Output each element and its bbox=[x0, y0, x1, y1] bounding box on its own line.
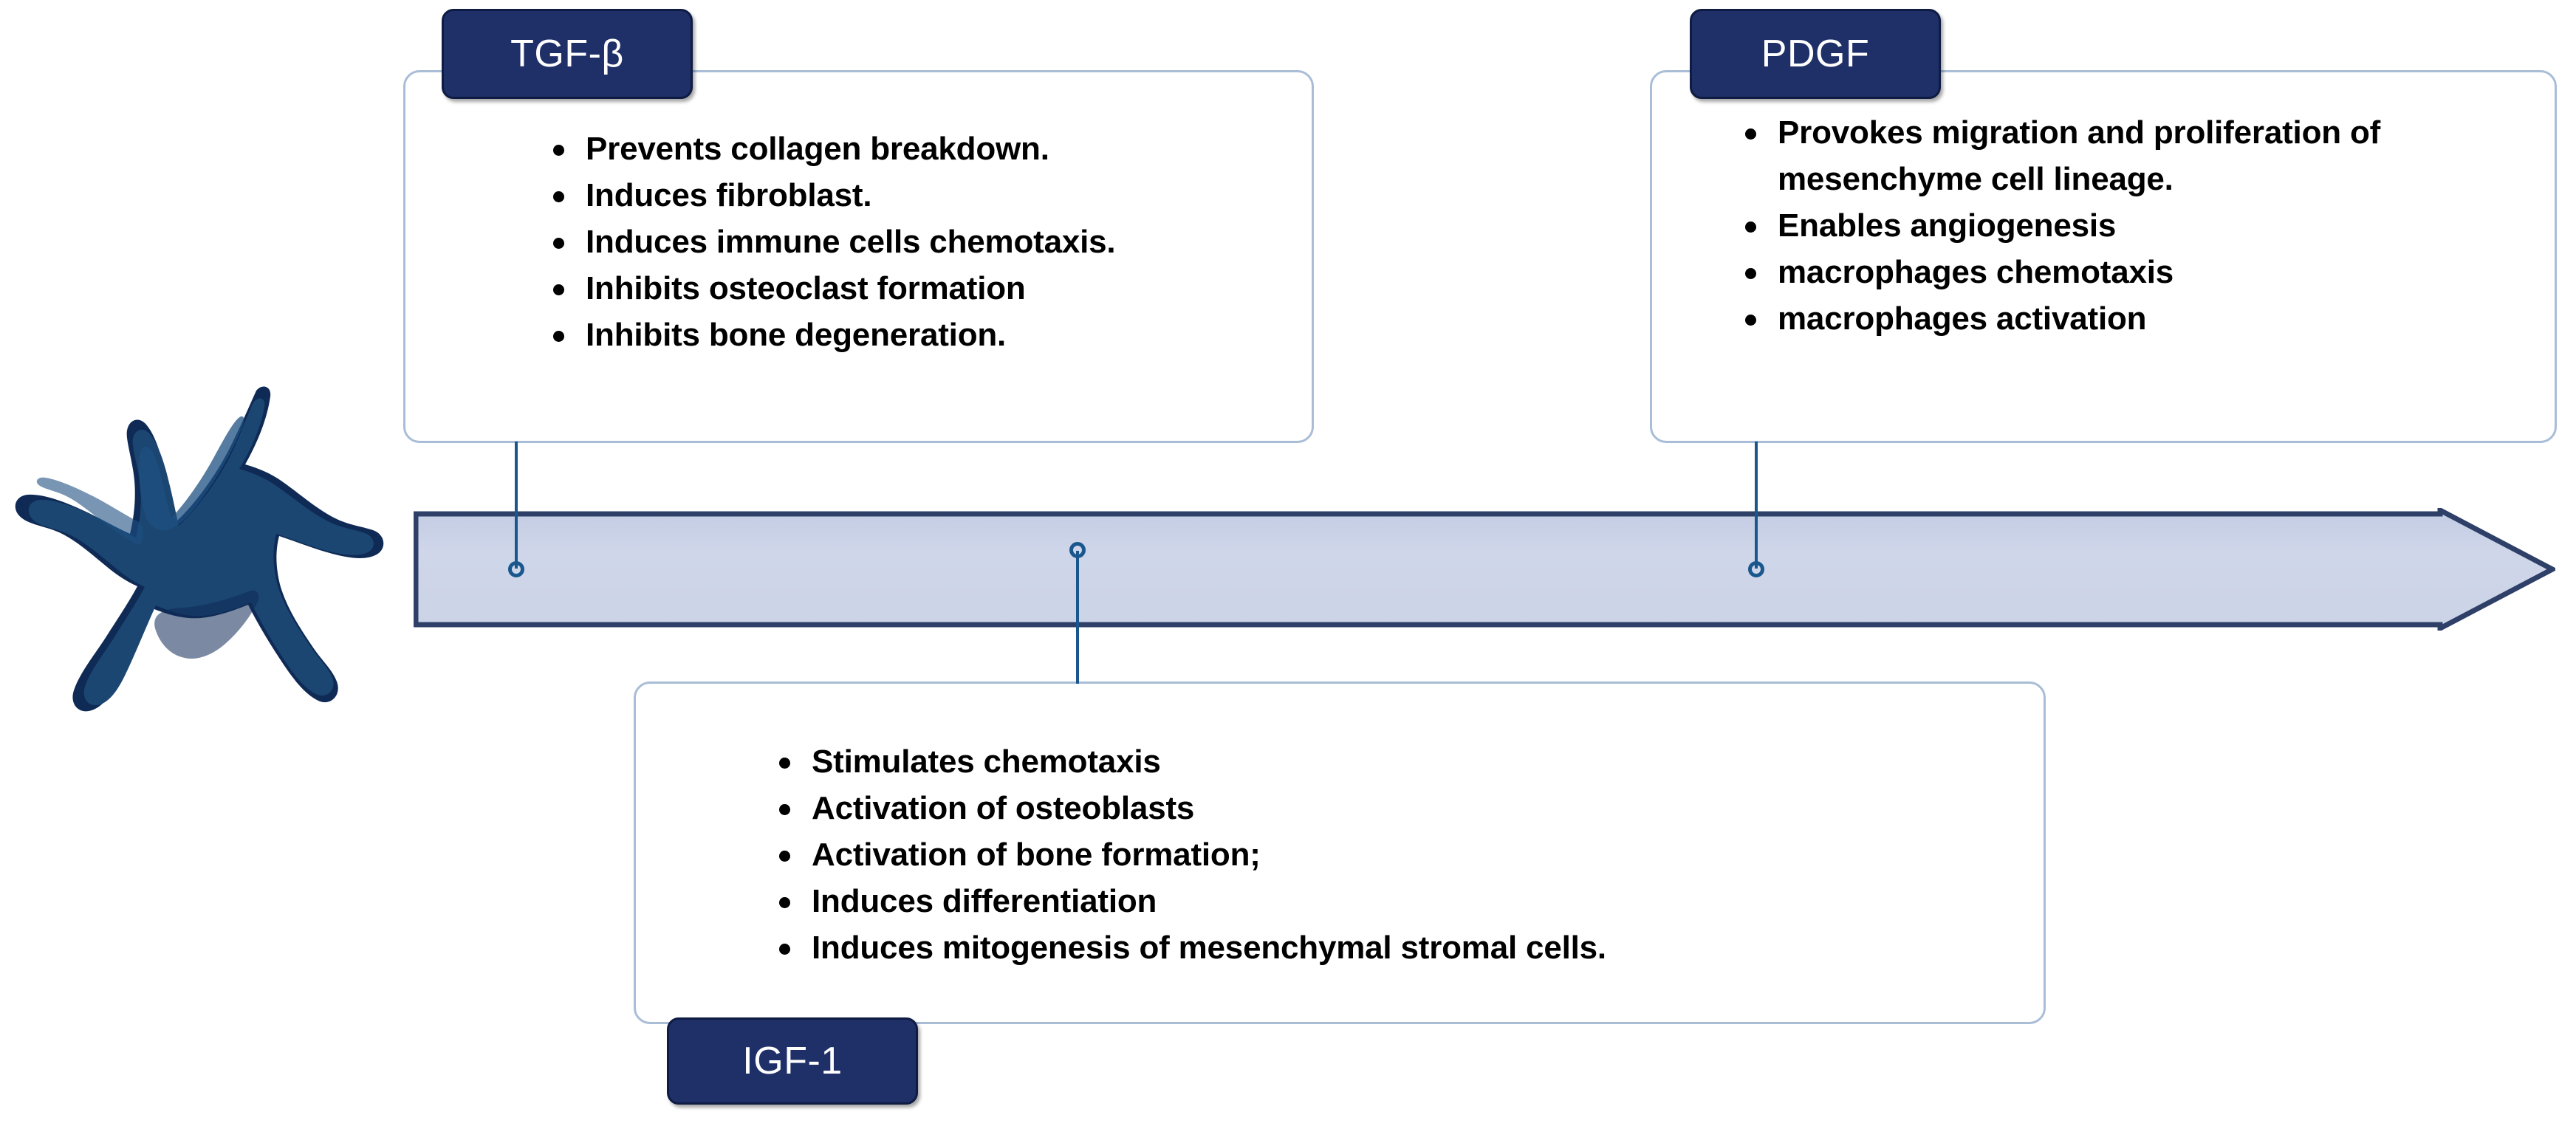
bullet-list-pdgf: Provokes migration and proliferation of … bbox=[1735, 109, 2555, 342]
connector-stem bbox=[1755, 442, 1758, 569]
list-item: Induces mitogenesis of mesenchymal strom… bbox=[769, 924, 2044, 971]
connector-pdgf bbox=[1745, 442, 1767, 586]
connector-stem bbox=[515, 442, 518, 569]
timeline-arrow bbox=[414, 508, 2555, 631]
list-item: Stimulates chemotaxis bbox=[769, 738, 2044, 785]
info-box-igf1: Stimulates chemotaxis Activation of oste… bbox=[634, 682, 2046, 1024]
connector-igf1 bbox=[1066, 539, 1089, 687]
info-box-pdgf: Provokes migration and proliferation of … bbox=[1650, 70, 2557, 443]
list-item: Inhibits osteoclast formation bbox=[543, 265, 1312, 312]
connector-node-icon bbox=[508, 561, 524, 577]
connector-stem bbox=[1076, 551, 1079, 684]
list-item: Enables angiogenesis bbox=[1735, 202, 2555, 249]
badge-pdgf[interactable]: PDGF bbox=[1690, 9, 1941, 99]
badge-igf1[interactable]: IGF-1 bbox=[667, 1017, 918, 1105]
list-item: Provokes migration and proliferation of … bbox=[1735, 109, 2555, 202]
list-item: Prevents collagen breakdown. bbox=[543, 126, 1312, 172]
bullet-list-tgfb: Prevents collagen breakdown. Induces fib… bbox=[543, 126, 1312, 358]
list-item: macrophages activation bbox=[1735, 295, 2555, 342]
connector-node-icon bbox=[1748, 561, 1764, 577]
list-item: Induces differentiation bbox=[769, 878, 2044, 924]
bullet-list-igf1: Stimulates chemotaxis Activation of oste… bbox=[769, 738, 2044, 971]
list-item: Activation of osteoblasts bbox=[769, 785, 2044, 831]
osteocyte-cell-illustration bbox=[7, 373, 391, 724]
info-box-tgfb: Prevents collagen breakdown. Induces fib… bbox=[403, 70, 1314, 443]
list-item: macrophages chemotaxis bbox=[1735, 249, 2555, 295]
badge-tgfb[interactable]: TGF-β bbox=[442, 9, 693, 99]
connector-tgfb bbox=[505, 442, 527, 586]
list-item: Induces immune cells chemotaxis. bbox=[543, 219, 1312, 265]
list-item: Induces fibroblast. bbox=[543, 172, 1312, 219]
list-item: Inhibits bone degeneration. bbox=[543, 312, 1312, 358]
list-item: Activation of bone formation; bbox=[769, 831, 2044, 878]
connector-node-icon bbox=[1069, 542, 1086, 558]
